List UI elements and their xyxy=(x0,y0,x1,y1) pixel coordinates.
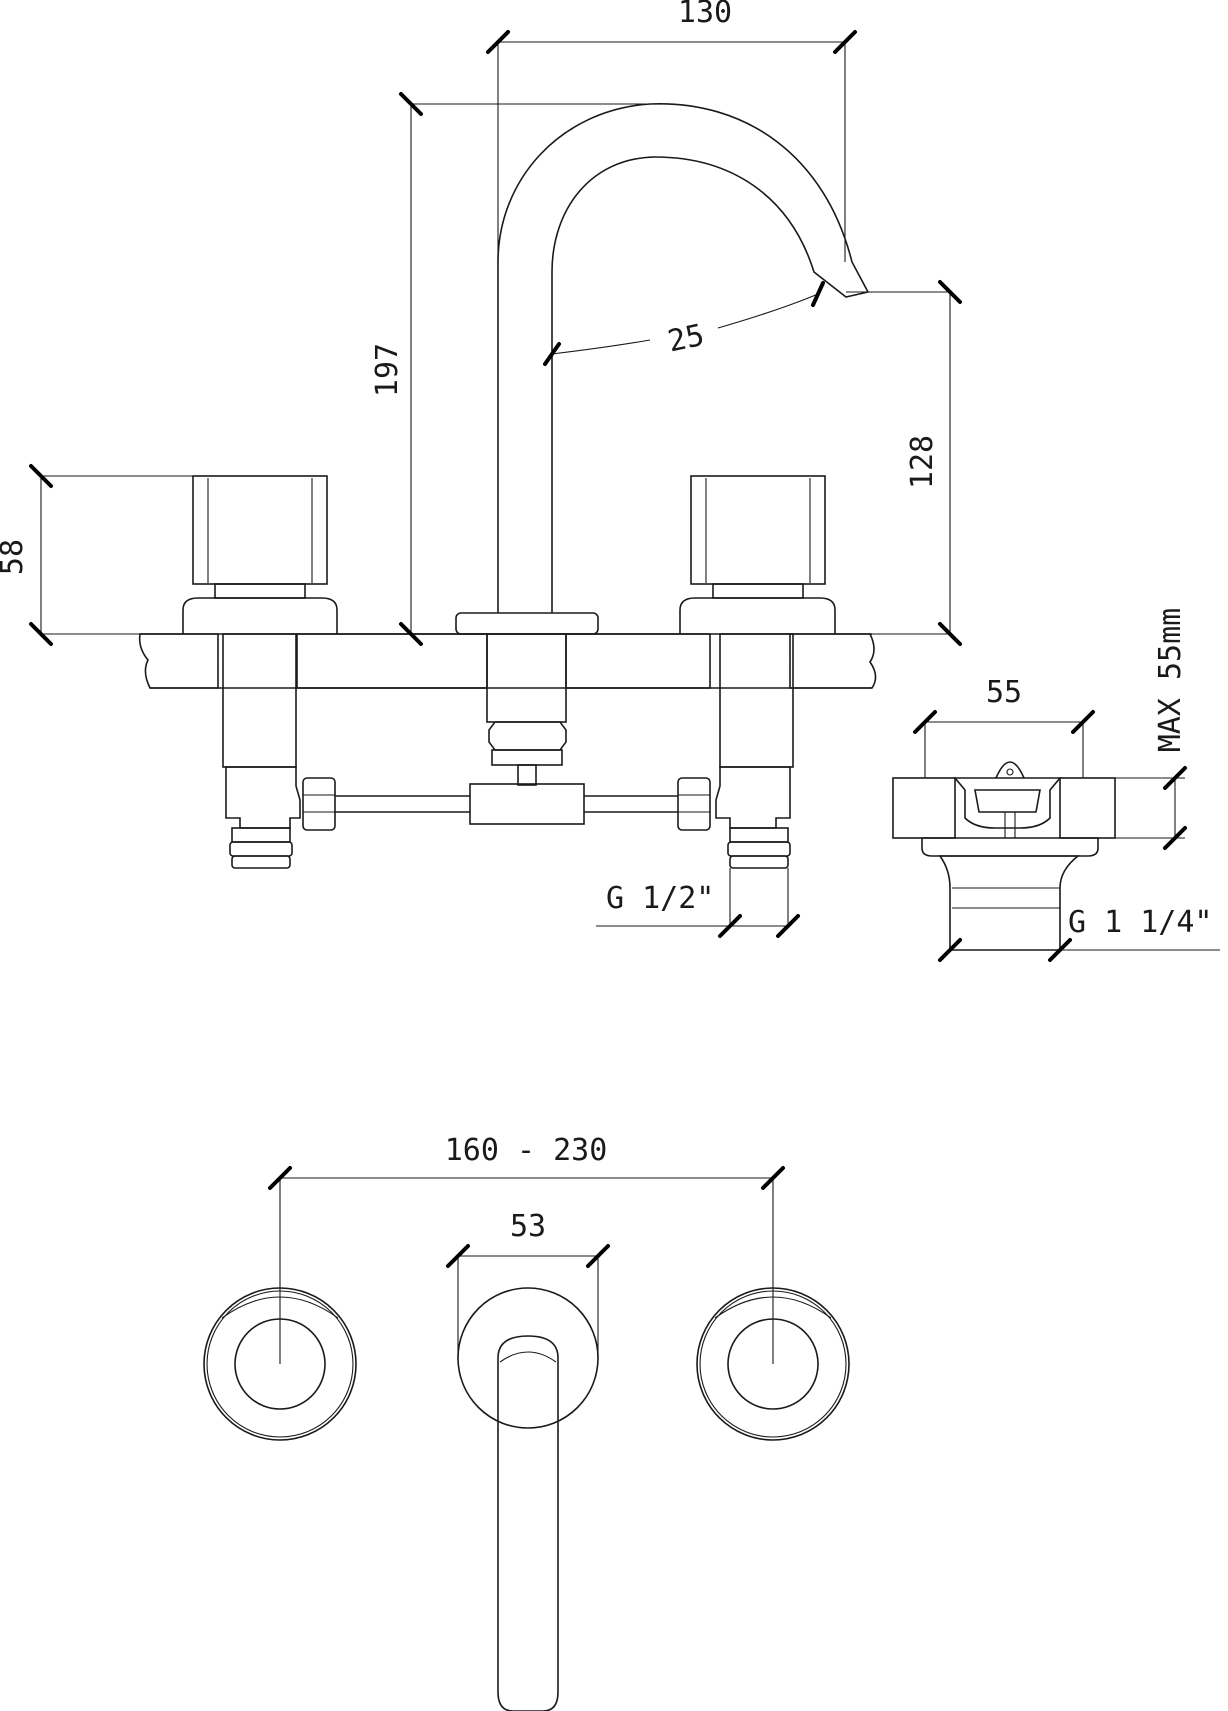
front-view: 130 197 128 58 xyxy=(0,0,962,938)
dim-drain-thread-label: G 1 1/4" xyxy=(1068,905,1213,940)
dim-max-thickness-label: MAX 55mm xyxy=(1153,608,1188,753)
dim-197-label: 197 xyxy=(370,343,405,397)
dim-handle-height: 58 xyxy=(0,464,193,646)
spout-escutcheon xyxy=(455,612,599,635)
right-flange xyxy=(679,597,836,634)
dim-spout-diameter: 25 xyxy=(543,281,825,366)
left-flange xyxy=(182,597,338,634)
dim-58-label: 58 xyxy=(0,539,30,575)
drain-detail: 55 MAX 55mm G 1 1/4" xyxy=(892,608,1220,962)
right-valve xyxy=(677,475,836,869)
dim-total-height: 197 xyxy=(370,92,660,646)
dim-inlet-thread-label: G 1/2" xyxy=(606,881,714,916)
dim-outlet-height: 128 xyxy=(846,280,962,646)
right-valve-body xyxy=(719,633,794,768)
left-coupling-nut xyxy=(302,777,336,831)
top-view: 160 - 230 53 xyxy=(203,1133,850,1711)
spout xyxy=(455,103,870,825)
dim-spout-reach: 130 xyxy=(486,0,857,262)
dim-handle-spacing-label: 160 - 230 xyxy=(445,1133,608,1168)
left-valve-body xyxy=(222,633,297,768)
dim-53-label: 53 xyxy=(510,1209,546,1244)
spout-plan xyxy=(457,1287,599,1711)
dim-130-label: 130 xyxy=(678,0,732,30)
dim-128-label: 128 xyxy=(905,435,940,489)
drain-flange xyxy=(953,777,1062,829)
drain-nut xyxy=(921,837,1099,857)
spout-stem xyxy=(486,633,567,723)
connecting-pipe xyxy=(335,795,678,813)
dim-25-label: 25 xyxy=(665,318,708,360)
spout-nut xyxy=(488,721,567,751)
spout-nut-lower xyxy=(491,749,563,766)
left-handle xyxy=(192,475,328,585)
right-handle xyxy=(690,475,826,585)
right-coupling-nut xyxy=(677,777,711,831)
dim-55-label: 55 xyxy=(986,675,1022,710)
drain-body xyxy=(938,855,1081,951)
left-valve xyxy=(182,475,338,869)
dim-inlet-thread: G 1/2" xyxy=(596,868,800,938)
countertop-section xyxy=(138,633,877,689)
tee-fitting xyxy=(469,783,585,825)
